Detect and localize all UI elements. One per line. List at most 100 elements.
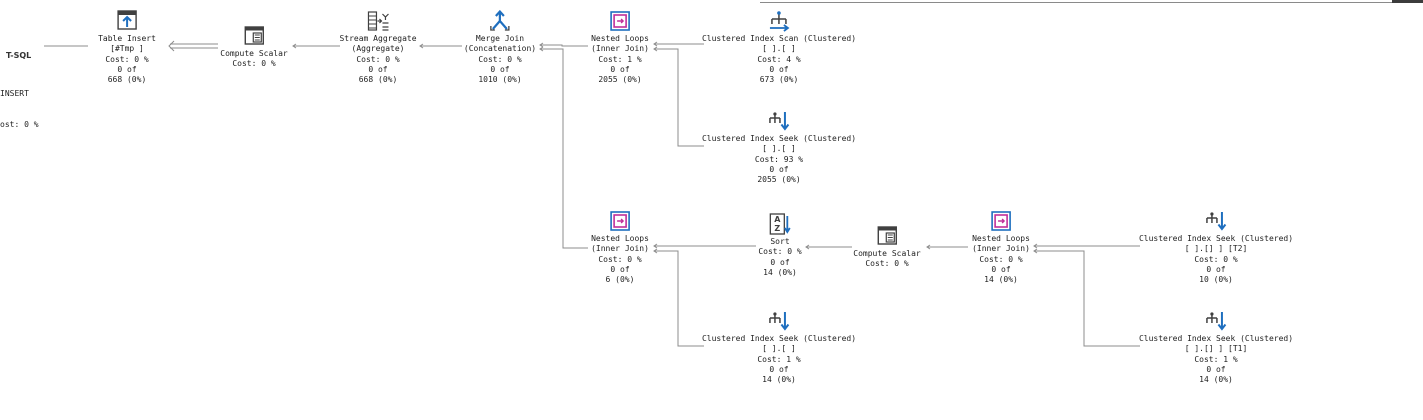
sort-icon-letter-a: A	[774, 215, 781, 224]
connector-ci-seek-1-nested-loops-1	[653, 46, 704, 147]
node-nested-loops-1-line-4: 0 of	[610, 64, 630, 74]
connectors	[44, 40, 1140, 347]
node-table-insert-line-4: 0 of	[117, 64, 137, 74]
connector-sort-nested-loops-2	[653, 243, 756, 249]
node-ci-seek-t2-line-1: Clustered Index Seek (Clustered)	[1138, 234, 1294, 243]
node-ci-scan-line-4: 0 of	[769, 64, 789, 74]
node-merge-join-line-3: Cost: 0 %	[478, 54, 522, 64]
node-merge-join-line-2: (Concatenation)	[463, 44, 537, 54]
node-table-insert-line-2: [#Tmp ]	[110, 44, 144, 54]
node-clustered-index-seek-1[interactable]: Clustered Index Seek (Clustered) [ ].[ ]…	[702, 109, 856, 185]
node-stream-aggregate-line-2: (Aggregate)	[351, 44, 405, 54]
nested-loops-icon	[610, 11, 630, 31]
node-table-insert-line-5: 668 (0%)	[107, 75, 147, 85]
nested-loops-icon	[610, 211, 630, 231]
window-top-border	[0, 0, 1423, 3]
top-border-corner	[1392, 0, 1423, 3]
node-nested-loops-3-line-1: Nested Loops	[972, 234, 1030, 243]
node-sort-line-3: 0 of	[770, 257, 790, 267]
node-ci-seek-t2-line-5: 10 (0%)	[1199, 275, 1233, 285]
clustered-index-seek-icon	[769, 112, 790, 131]
node-merge-join-line-5: 1010 (0%)	[478, 75, 522, 85]
node-sort-line-2: Cost: 0 %	[758, 247, 802, 257]
node-table-insert[interactable]: Table Insert [#Tmp ] Cost: 0 % 0 of 668 …	[98, 9, 156, 85]
node-nested-loops-2[interactable]: Nested Loops (Inner Join) Cost: 0 % 0 of…	[591, 209, 649, 285]
node-compute-scalar-2[interactable]: Compute Scalar Cost: 0 %	[853, 224, 921, 270]
node-merge-join-line-1: Merge Join	[475, 34, 525, 43]
node-clustered-index-scan[interactable]: Clustered Index Scan (Clustered) [ ].[ ]…	[702, 9, 856, 85]
node-nested-loops-2-line-1: Nested Loops	[591, 234, 649, 243]
node-ci-seek-t1-line-5: 14 (0%)	[1199, 375, 1233, 385]
connector-ci-scan-nested-loops-1	[653, 41, 704, 47]
node-nested-loops-3-line-5: 14 (0%)	[984, 275, 1018, 285]
node-ci-seek-1-line-5: 2055 (0%)	[757, 175, 801, 185]
node-stream-aggregate-line-4: 0 of	[368, 64, 388, 74]
node-clustered-index-seek-t2[interactable]: Clustered Index Seek (Clustered) [ ].[] …	[1139, 209, 1293, 285]
node-nested-loops-3-line-3: Cost: 0 %	[979, 254, 1023, 264]
connector-compute-scalar-2-sort	[805, 244, 852, 250]
table-insert-icon	[117, 10, 137, 30]
node-nested-loops-3-line-4: 0 of	[991, 264, 1011, 274]
node-sort-line-1: Sort	[770, 237, 790, 246]
node-ci-seek-2-line-5: 14 (0%)	[762, 375, 796, 385]
connector-nested-loops-2-merge-join	[539, 46, 588, 249]
node-nested-loops-1-line-5: 2055 (0%)	[598, 75, 642, 85]
node-clustered-index-seek-2[interactable]: Clustered Index Seek (Clustered) [ ].[ ]…	[702, 309, 856, 385]
node-ci-seek-1-line-3: Cost: 93 %	[754, 154, 804, 164]
node-nested-loops-2-line-2: (Inner Join)	[591, 244, 649, 254]
node-ci-seek-t1-line-2: [ ].[] ] [T1]	[1184, 344, 1248, 354]
node-ci-seek-1-line-2: [ ].[ ]	[762, 144, 796, 154]
clustered-index-seek-icon	[1206, 312, 1227, 331]
connector-nested-loops-1-merge-join	[539, 42, 588, 48]
node-ci-seek-t1-line-3: Cost: 1 %	[1194, 354, 1238, 364]
node-ci-seek-1-line-4: 0 of	[769, 164, 789, 174]
node-compute-scalar-1-line-1: Compute Scalar	[220, 49, 288, 58]
node-nested-loops-1[interactable]: Nested Loops (Inner Join) Cost: 1 % 0 of…	[591, 9, 649, 85]
node-table-insert-line-3: Cost: 0 %	[105, 54, 149, 64]
merge-join-icon	[490, 9, 510, 31]
node-ci-seek-2-line-3: Cost: 1 %	[757, 354, 801, 364]
node-stream-aggregate[interactable]: Stream Aggregate (Aggregate) Cost: 0 % 0…	[339, 9, 417, 85]
connector-stream-aggregate-compute-scalar	[292, 43, 340, 49]
node-compute-scalar-2-line-2: Cost: 0 %	[865, 259, 909, 269]
node-table-insert-line-1: Table Insert	[98, 34, 156, 43]
node-ci-seek-2-line-2: [ ].[ ]	[762, 344, 796, 354]
clustered-index-seek-icon	[1206, 212, 1227, 231]
node-stream-aggregate-line-5: 668 (0%)	[358, 75, 398, 85]
node-compute-scalar-1[interactable]: Compute Scalar Cost: 0 %	[220, 24, 288, 70]
node-compute-scalar-2-line-1: Compute Scalar	[853, 249, 921, 258]
node-ci-seek-t1-line-4: 0 of	[1206, 364, 1226, 374]
node-ci-seek-t1-line-1: Clustered Index Seek (Clustered)	[1138, 334, 1294, 343]
node-stream-aggregate-line-1: Stream Aggregate	[339, 34, 417, 43]
root-line-1: INSERT	[0, 89, 29, 99]
node-nested-loops-1-line-2: (Inner Join)	[591, 44, 649, 54]
node-ci-seek-1-line-1: Clustered Index Seek (Clustered)	[701, 134, 857, 143]
top-border-line	[760, 2, 1423, 3]
node-ci-seek-2-line-4: 0 of	[769, 364, 789, 374]
tsql-label: T-SQL	[6, 50, 32, 60]
node-ci-seek-t2-line-4: 0 of	[1206, 264, 1226, 274]
root-insert-statement[interactable]: T-SQL INSERT ost: 0 %	[0, 30, 39, 141]
node-ci-scan-line-3: Cost: 4 %	[757, 54, 801, 64]
connector-ci-seek-t1-nested-loops-3	[1033, 248, 1140, 347]
node-ci-seek-t2-line-3: Cost: 0 %	[1194, 254, 1238, 264]
compute-scalar-icon	[244, 26, 264, 45]
node-compute-scalar-1-line-2: Cost: 0 %	[232, 59, 276, 69]
node-ci-seek-2-line-1: Clustered Index Seek (Clustered)	[701, 334, 857, 343]
node-clustered-index-seek-t1[interactable]: Clustered Index Seek (Clustered) [ ].[] …	[1139, 309, 1293, 385]
node-sort[interactable]: A Z Sort Cost: 0 % 0 of 14 (0%)	[758, 212, 802, 278]
node-merge-join[interactable]: Merge Join (Concatenation) Cost: 0 % 0 o…	[464, 9, 536, 85]
node-nested-loops-2-line-5: 6 (0%)	[605, 275, 635, 285]
node-nested-loops-1-line-3: Cost: 1 %	[598, 54, 642, 64]
node-nested-loops-3[interactable]: Nested Loops (Inner Join) Cost: 0 % 0 of…	[972, 209, 1030, 285]
stream-aggregate-icon	[367, 11, 389, 31]
node-nested-loops-2-line-4: 0 of	[610, 264, 630, 274]
node-merge-join-line-4: 0 of	[490, 64, 510, 74]
clustered-index-scan-icon	[770, 11, 790, 32]
connector-compute-scalar-table-insert	[168, 40, 218, 52]
clustered-index-seek-icon	[769, 312, 790, 331]
compute-scalar-icon	[877, 226, 897, 245]
node-nested-loops-1-line-1: Nested Loops	[591, 34, 649, 43]
sort-icon-letter-z: Z	[774, 224, 780, 233]
